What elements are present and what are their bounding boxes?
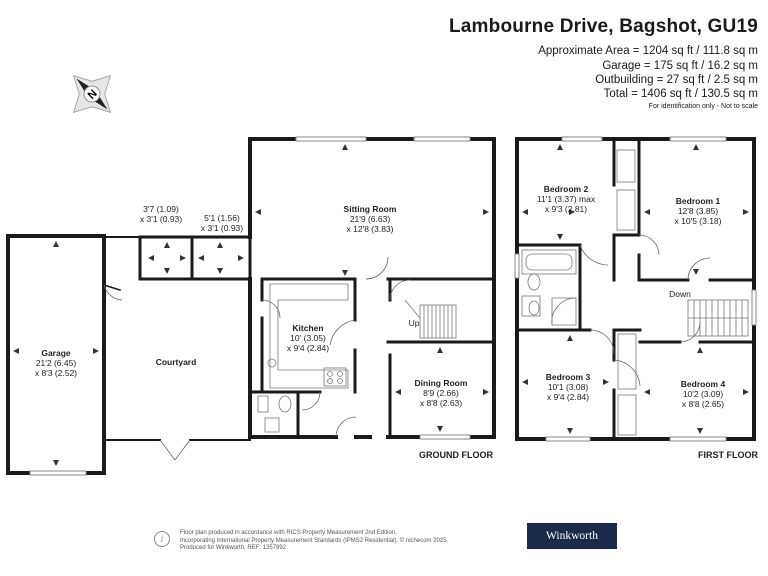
garage-dims-1: 21'2 (6.45) [36, 358, 77, 368]
ground-floor-doors [103, 256, 411, 461]
dining-room-dims-1: 8'9 (2.66) [423, 388, 459, 398]
dimension-markers [13, 144, 489, 466]
bedroom1-dims-2: x 10'5 (3.18) [675, 216, 722, 226]
bedroom3-dims-1: 10'1 (3.08) [548, 382, 589, 392]
footer-line-1: Floor plan produced in accordance with R… [180, 530, 397, 536]
kitchen-dims-2: x 9'4 (2.84) [287, 343, 329, 353]
approximate-area: Approximate Area = 1204 sq ft / 111.8 sq… [538, 45, 758, 57]
ground-floor-stairs [404, 299, 457, 339]
info-icon: i [154, 531, 170, 547]
store1-dims-2: x 3'1 (0.93) [140, 214, 182, 224]
courtyard-name: Courtyard [156, 357, 197, 367]
brand-logo: Winkworth [527, 523, 617, 549]
first-floor-walls [515, 137, 756, 441]
ground-floor-label: GROUND FLOOR [419, 450, 493, 460]
first-floor-windows [514, 136, 757, 442]
ground-floor-windows [29, 136, 471, 476]
sitting-room-dims-1: 21'9 (6.63) [350, 214, 391, 224]
bedroom2-dims-1: 11'1 (3.37) max [537, 194, 596, 204]
bedroom1-dims-1: 12'8 (3.85) [678, 206, 719, 216]
first-floor-label: FIRST FLOOR [698, 450, 758, 460]
bedroom3-name: Bedroom 3 [546, 372, 591, 382]
bathroom-fittings [521, 149, 637, 436]
first-floor-stairs [687, 299, 749, 337]
bedroom4-dims-2: x 8'8 (2.65) [682, 399, 724, 409]
bedroom3-dims-2: x 9'4 (2.84) [547, 392, 589, 402]
sitting-room-name: Sitting Room [344, 204, 397, 214]
property-title: Lambourne Drive, Bagshot, GU19 [448, 16, 758, 37]
kitchen-dims-1: 10' (3.05) [290, 333, 326, 343]
footer-line-3: Produced for Winkworth. REF: 1357992 [180, 545, 287, 551]
sitting-room-dims-2: x 12'8 (3.83) [347, 224, 394, 234]
total-area: Total = 1406 sq ft / 130.5 sq m [603, 88, 758, 100]
first-floor-markers [522, 144, 749, 434]
ground-floor-walls [6, 137, 496, 475]
garage-name: Garage [41, 348, 71, 358]
bedroom1-name: Bedroom 1 [676, 196, 721, 206]
store2-dims-1: 5'1 (1.56) [204, 213, 240, 223]
store1-dims-1: 3'7 (1.09) [143, 204, 179, 214]
kitchen-fittings [257, 283, 349, 433]
footer-text: Floor plan produced in accordance with R… [180, 530, 448, 553]
store2-dims-2: x 3'1 (0.93) [201, 223, 243, 233]
bedroom4-name: Bedroom 4 [681, 379, 726, 389]
first-floor-doors [579, 234, 711, 387]
garage-dims-2: x 8'3 (2.52) [35, 368, 77, 378]
dining-room-name: Dining Room [415, 378, 468, 388]
bedroom2-name: Bedroom 2 [544, 184, 589, 194]
outbuilding-area: Outbuilding = 27 sq ft / 2.5 sq m [595, 74, 758, 86]
compass-icon: N [73, 75, 111, 113]
stairs-up-label: Up [409, 318, 420, 328]
disclaimer: For identification only - Not to scale [648, 103, 758, 110]
garage-area: Garage = 175 sq ft / 16.2 sq m [602, 60, 758, 72]
footer-line-2: Incorporating International Property Mea… [180, 537, 449, 544]
bedroom2-dims-2: x 9'3 (2.81) [545, 204, 587, 214]
kitchen-name: Kitchen [292, 323, 323, 333]
dining-room-dims-2: x 8'8 (2.63) [420, 398, 462, 408]
bedroom4-dims-1: 10'2 (3.09) [683, 389, 724, 399]
stairs-down-label: Down [669, 289, 691, 299]
